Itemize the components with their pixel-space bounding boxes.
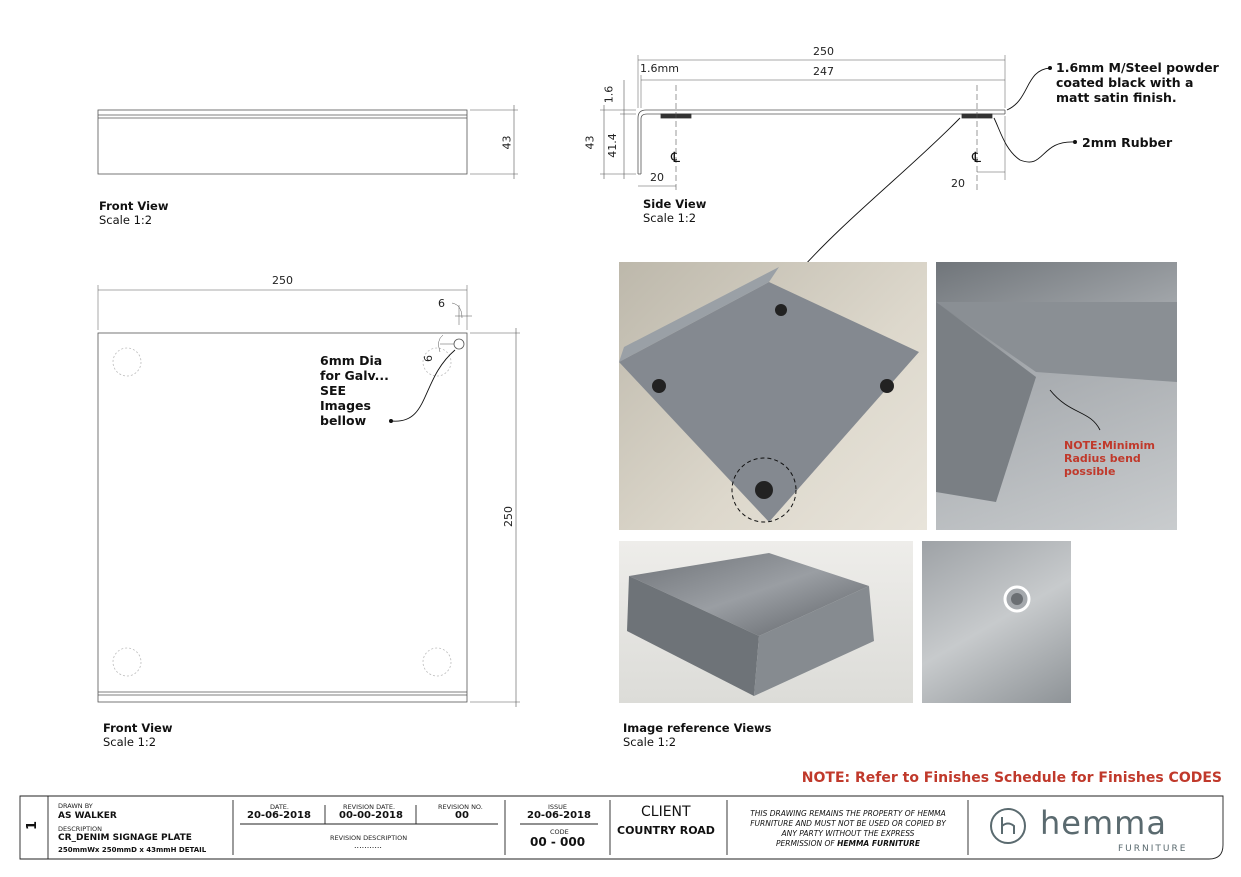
front-main-hole-y-dim: 6 [422, 355, 435, 362]
side-view-title: Side View [643, 197, 707, 211]
client-value: COUNTRY ROAD [617, 824, 715, 837]
images-title: Image reference Views [623, 721, 772, 735]
photo-hole-closeup [922, 541, 1071, 703]
revision-desc-label: REVISION DESCRIPTION [330, 834, 408, 842]
svg-text:℄: ℄ [670, 150, 680, 166]
sheet-number: 1 [25, 820, 41, 831]
side-thickness-dim: 1.6mm [640, 62, 679, 75]
client-label: CLIENT [641, 804, 691, 820]
front-view-top-title: Front View [99, 199, 169, 213]
side-overall-dim: 250 [813, 45, 834, 58]
front-top-height-dim: 43 [500, 135, 514, 150]
hole-callout: 6mm Dia for Galv... SEE Images bellow [320, 353, 389, 428]
side-inner-dim: 247 [813, 65, 834, 78]
front-view-main-title: Front View [103, 721, 173, 735]
revision-date-label: REVISION DATE. [343, 803, 396, 811]
front-main-width-dim: 250 [272, 274, 293, 287]
description: CR_DENIM SIGNAGE PLATE [58, 833, 192, 843]
title-block-frame [19, 795, 1224, 860]
drawn-by-label: DRAWN BY [58, 802, 93, 810]
description-sub: 250mmWx 250mmD x 43mmH DETAIL [58, 846, 207, 854]
revision-desc: ........... [354, 841, 382, 850]
issue-value: 20-06-2018 [527, 810, 591, 821]
front-main-hole-x-dim: 6 [438, 297, 445, 310]
side-height-dim: 43 [583, 135, 597, 150]
revision-no-value: 00 [455, 810, 469, 821]
steel-callout: 1.6mm M/Steel powder coated black with a… [1056, 60, 1219, 105]
finishes-note: NOTE: Refer to Finishes Schedule for Fin… [801, 770, 1222, 786]
revision-date-value: 00-00-2018 [339, 810, 403, 821]
rubber-callout: 2mm Rubber [1082, 135, 1173, 150]
bend-note: NOTE:Minimim Radius bend possible [1064, 439, 1155, 478]
date-value: 20-06-2018 [247, 810, 311, 821]
side-t-dim: 1.6 [602, 85, 616, 104]
front-view-main-scale: Scale 1:2 [103, 735, 157, 749]
property-notice: THIS DRAWING REMAINS THE PROPERTY OF HEM… [750, 809, 946, 848]
front-view-top-scale: Scale 1:2 [99, 213, 153, 227]
revision-no-label: REVISION NO. [438, 803, 483, 811]
side-left-dim: 20 [650, 171, 664, 184]
photo-bend-closeup [936, 262, 1177, 530]
front-main-height-dim: 250 [502, 506, 515, 527]
side-view-scale: Scale 1:2 [643, 211, 697, 225]
svg-text:℄: ℄ [971, 150, 981, 166]
photo-plate-top-view [619, 262, 927, 530]
photo-plate-angle [619, 541, 913, 703]
hemma-logo-text: hemma [1040, 804, 1167, 842]
bend-leader [1049, 389, 1101, 431]
hemma-logo-sub: FURNITURE [1118, 844, 1188, 854]
issue-label: ISSUE [548, 803, 568, 811]
code-value: 00 - 000 [530, 835, 586, 849]
side-right-dim: 20 [951, 177, 965, 190]
images-scale: Scale 1:2 [623, 735, 677, 749]
date-label: DATE. [270, 803, 289, 811]
hemma-logo-icon [990, 808, 1026, 844]
code-label: CODE [550, 828, 569, 836]
description-label: DESCRIPTION [58, 825, 102, 833]
drawn-by: AS WALKER [58, 811, 117, 821]
side-inner-height-dim: 41.4 [605, 133, 619, 158]
front-view-top-drawing [97, 105, 518, 179]
front-view-main-drawing [97, 285, 520, 707]
